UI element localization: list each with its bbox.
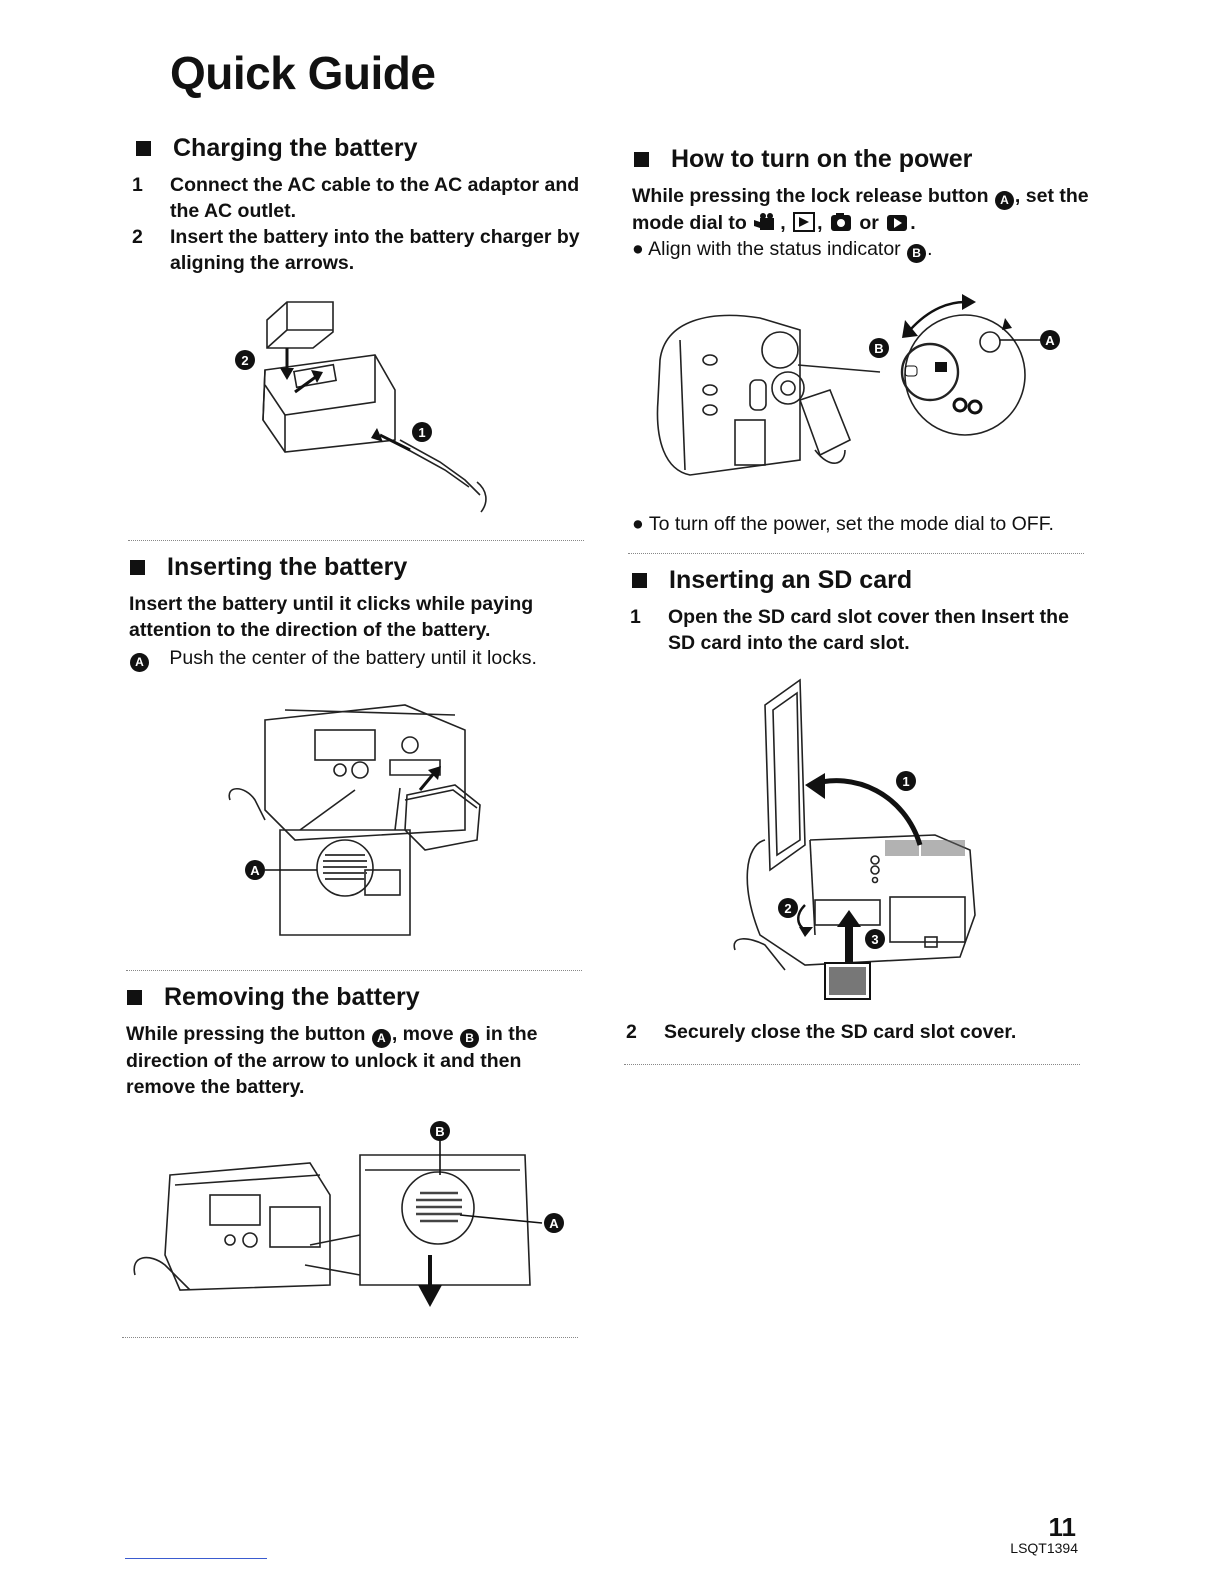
callout-3: 3	[871, 932, 878, 947]
power-bullet-text: Align with the status indicator	[648, 238, 901, 260]
power-bullet: ● Align with the status indicator B.	[632, 236, 1102, 263]
removing-part2: , move	[391, 1023, 454, 1045]
removing-battery-heading: Removing the battery	[127, 983, 420, 1012]
sd-card-heading: Inserting an SD card	[632, 566, 912, 595]
callout-b: B	[874, 341, 883, 356]
inserting-battery-note: A Push the center of the battery until i…	[129, 645, 589, 672]
callout-1: 1	[418, 425, 425, 440]
square-bullet-icon	[127, 990, 142, 1005]
removing-battery-illustration: B A	[130, 1115, 580, 1315]
section-divider	[628, 553, 1084, 554]
step-text: Connect the AC cable to the AC adaptor a…	[170, 174, 580, 222]
power-off-note: ● To turn off the power, set the mode di…	[632, 511, 1102, 537]
callout-2: 2	[784, 901, 791, 916]
sd-card-step-1: 1 Open the SD card slot cover then Inser…	[630, 604, 1080, 656]
section-divider	[624, 1064, 1080, 1065]
page-number: 11	[1048, 1512, 1077, 1542]
removing-battery-heading-text: Removing the battery	[164, 983, 420, 1011]
label-a-icon: A	[994, 190, 1014, 210]
charging-step-2: 2 Insert the battery into the battery ch…	[132, 224, 592, 276]
inserting-battery-illustration: A	[225, 690, 495, 940]
callout-1: 1	[902, 774, 909, 789]
label-b-icon: B	[907, 243, 927, 263]
photo-playback-mode-icon	[886, 212, 908, 239]
callout-a: A	[250, 863, 260, 878]
section-divider	[128, 540, 584, 541]
callout-a: A	[1045, 333, 1055, 348]
charging-heading-text: Charging the battery	[173, 134, 418, 162]
document-code: LSQT1394	[1010, 1540, 1078, 1556]
power-instruction: While pressing the lock release button A…	[632, 183, 1102, 239]
power-heading: How to turn on the power	[634, 145, 972, 174]
removing-part1: While pressing the button	[126, 1023, 366, 1045]
callout-b: B	[435, 1124, 444, 1139]
power-instruction-start: While pressing the lock release button	[632, 185, 989, 207]
sd-card-step-2: 2 Securely close the SD card slot cover.	[626, 1019, 1086, 1045]
callout-a: A	[549, 1216, 559, 1231]
inserting-battery-heading: Inserting the battery	[130, 553, 407, 582]
step-text: Insert the battery into the battery char…	[170, 226, 580, 274]
footer-rule	[125, 1558, 267, 1559]
section-divider	[126, 970, 582, 971]
square-bullet-icon	[130, 560, 145, 575]
mode-dial-illustration: B A	[650, 290, 1070, 480]
step-text: Open the SD card slot cover then Insert …	[668, 606, 1069, 654]
removing-battery-instruction: While pressing the button A, move B in t…	[126, 1021, 581, 1100]
step-number: 2	[132, 226, 143, 248]
battery-charger-illustration: 2 1	[225, 290, 505, 520]
playback-mode-icon	[793, 211, 816, 239]
power-instruction-mid: , set the mode dial to	[632, 185, 1089, 234]
video-mode-icon	[754, 212, 778, 239]
photo-mode-icon	[830, 212, 852, 239]
bullet-dot-icon: ●	[632, 238, 649, 260]
charging-heading: Charging the battery	[136, 134, 417, 163]
step-number: 1	[630, 606, 641, 628]
charging-step-1: 1 Connect the AC cable to the AC adaptor…	[132, 172, 592, 224]
square-bullet-icon	[136, 141, 151, 156]
label-a-icon: A	[371, 1028, 391, 1048]
step-number: 1	[132, 174, 143, 196]
sd-card-heading-text: Inserting an SD card	[669, 566, 913, 594]
callout-2: 2	[241, 353, 248, 368]
note-text: Push the center of the battery until it …	[169, 647, 537, 669]
power-off-note-text: To turn off the power, set the mode dial…	[648, 513, 1054, 535]
step-text: Securely close the SD card slot cover.	[664, 1021, 1017, 1043]
square-bullet-icon	[634, 152, 649, 167]
label-b-icon: B	[460, 1028, 480, 1048]
square-bullet-icon	[632, 573, 647, 588]
bullet-dot-icon: ●	[632, 513, 649, 535]
inserting-battery-instruction: Insert the battery until it clicks while…	[129, 593, 534, 641]
page-title: Quick Guide	[170, 47, 436, 99]
section-divider	[122, 1337, 578, 1338]
power-heading-text: How to turn on the power	[671, 145, 973, 173]
removing-part3: in the direction of the arrow to unlock …	[126, 1023, 538, 1098]
charging-steps: 1 Connect the AC cable to the AC adaptor…	[132, 172, 592, 276]
or-text: or	[859, 211, 879, 234]
step-number: 2	[626, 1021, 637, 1043]
sd-card-illustration: 1 2 3	[725, 675, 985, 1005]
label-a-icon: A	[130, 652, 149, 672]
inserting-battery-heading-text: Inserting the battery	[167, 553, 408, 581]
